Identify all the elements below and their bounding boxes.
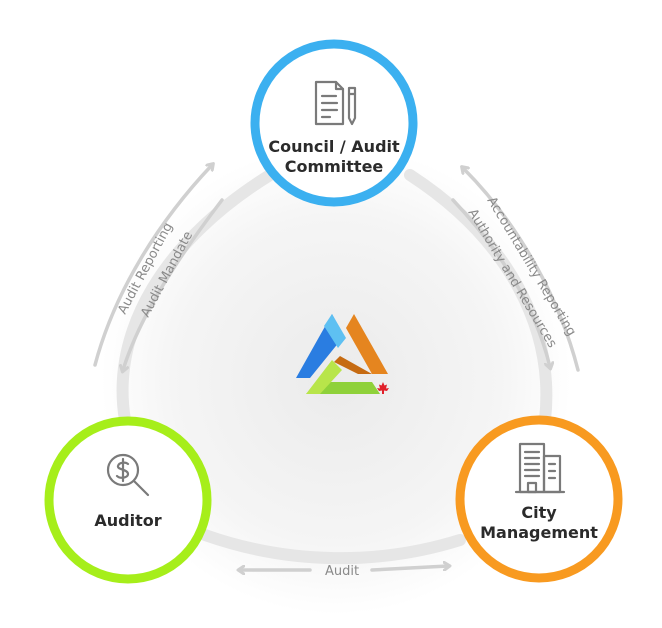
auditor-node-circle	[44, 416, 212, 584]
audit-arrow-right	[370, 566, 448, 572]
audit-mandate-arrow	[123, 198, 224, 370]
council-label-line2: Committee	[285, 157, 384, 176]
logo-orange-dark	[334, 356, 372, 374]
management-node[interactable]: City Management	[455, 415, 623, 583]
building-icon	[514, 442, 566, 494]
management-node-circle	[455, 415, 623, 583]
council-label-line1: Council / Audit	[268, 137, 400, 156]
auditor-node[interactable]: Auditor	[44, 416, 212, 584]
council-node[interactable]: Council / Audit Committee	[250, 39, 418, 207]
accountability-reporting-arrow	[463, 168, 580, 372]
document-pen-icon	[314, 80, 357, 126]
audit-label: Audit	[325, 564, 359, 579]
management-label-line1: City	[521, 503, 557, 522]
center-background	[101, 145, 571, 615]
auditor-label: Auditor	[94, 511, 161, 530]
logo-green-light	[306, 360, 342, 394]
audit-reporting-arrow	[93, 165, 212, 367]
logo-lightblue-band	[324, 314, 346, 348]
magnifier-dollar-icon	[106, 453, 150, 497]
management-label-line2: Management	[480, 523, 598, 542]
triangle-logo-icon	[296, 314, 388, 394]
maple-leaf-icon	[377, 382, 389, 394]
logo-orange-band	[346, 314, 388, 374]
authority-resources-arrow	[451, 198, 550, 367]
